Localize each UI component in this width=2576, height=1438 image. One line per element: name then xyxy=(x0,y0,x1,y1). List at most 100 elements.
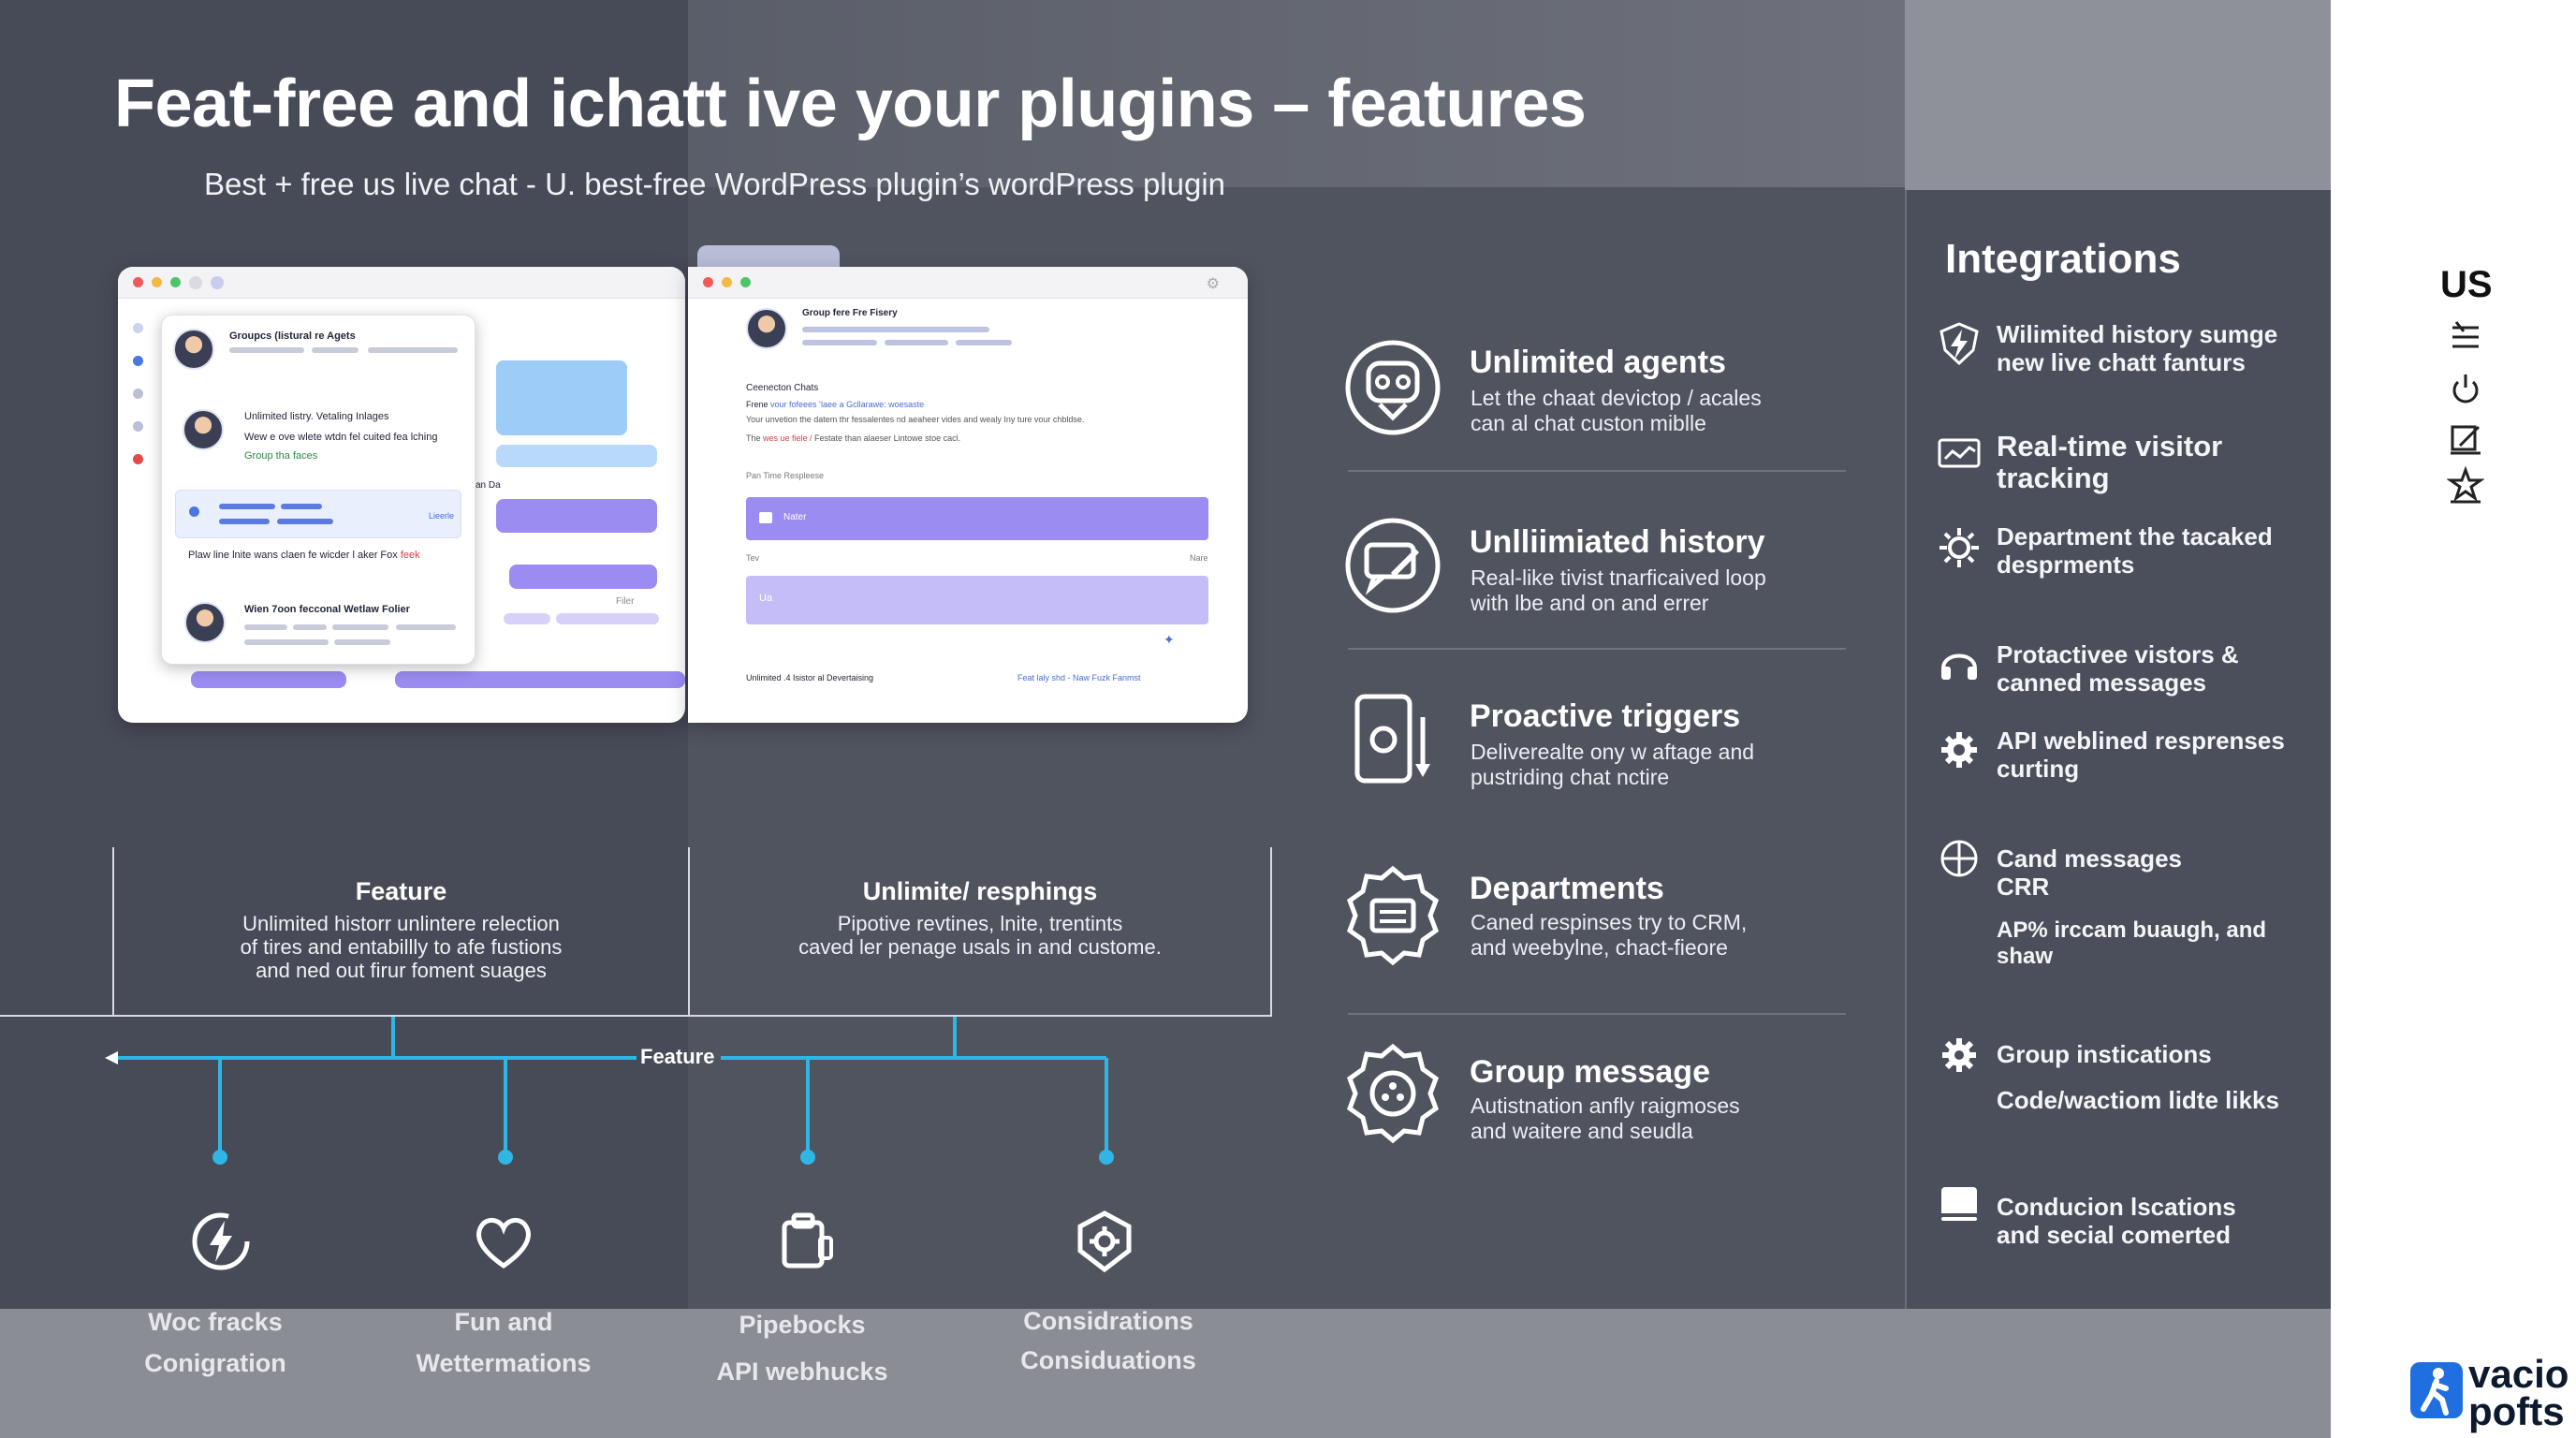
conversation-row[interactable]: Wew e ove wlete wtdn fel cuited fea lchi… xyxy=(244,432,438,443)
text-line xyxy=(334,639,390,645)
bottom-item: Woc fracks Conigration xyxy=(112,1301,318,1384)
message-input[interactable]: Ua xyxy=(746,576,1208,624)
text-line xyxy=(281,504,322,509)
settings-icon[interactable]: ⚙ xyxy=(1206,276,1220,292)
text-line xyxy=(312,347,359,353)
conversation-row[interactable]: Group tha faces xyxy=(244,450,318,462)
feature-description: Deliverealte ony w aftage and pustriding… xyxy=(1471,740,1755,789)
clipboard-plugin-icon xyxy=(782,1212,833,1269)
bottom-item: Pipebocks API webhucks xyxy=(690,1301,915,1395)
home-icon[interactable] xyxy=(189,275,202,289)
text-line xyxy=(277,519,333,524)
integration-item[interactable]: Conducion lscations and secial comerted xyxy=(1997,1193,2236,1249)
feature-box-text: Pipotive revtines, lnite, trentints cave… xyxy=(798,912,1162,959)
avatar xyxy=(746,308,787,349)
message-bubble-purple xyxy=(496,499,657,533)
integration-item[interactable]: Protactivee vistors & canned messages xyxy=(1997,640,2239,697)
conversation-row[interactable]: Unlimited listry. Vetaling Inlages xyxy=(244,411,389,422)
chat-widget-window: ⚙ Group fere Fre Fisery Ceenecton Chats … xyxy=(688,267,1248,723)
bottom-item: Considrations Considuations xyxy=(996,1301,1221,1380)
headset-icon xyxy=(1941,653,1977,680)
integration-item[interactable]: AP% irccam buaugh, and shaw xyxy=(1997,917,2267,969)
field-label: Pan Time Respleese xyxy=(746,471,825,480)
chat-line-link[interactable]: vour fofeees ‘laee a Gcllarawe: woesaste xyxy=(770,400,925,409)
brand-name: vacio pofts xyxy=(2468,1352,2569,1433)
side-label: an Da xyxy=(476,480,501,491)
divider xyxy=(0,1015,1272,1017)
power-icon[interactable] xyxy=(2447,371,2484,408)
text-line xyxy=(368,347,458,353)
rail-alert-icon[interactable] xyxy=(133,454,143,464)
brand-name-line: vacio xyxy=(2468,1352,2569,1396)
brand-logo[interactable] xyxy=(2410,1362,2463,1418)
text-line xyxy=(802,340,877,345)
primary-button[interactable]: Nater xyxy=(746,497,1208,540)
bottom-item: Fun and Wettermations xyxy=(401,1301,607,1384)
list-icon[interactable] xyxy=(2447,318,2484,356)
rail-user-icon[interactable] xyxy=(133,389,143,399)
rail-search-icon[interactable] xyxy=(133,323,143,333)
plain-line: Plaw line lnite wans claen fe wicder l a… xyxy=(188,550,420,561)
right-sidebar xyxy=(2331,0,2576,1438)
laptop-icon xyxy=(1941,1187,1977,1221)
bottom-item-title: Fun and xyxy=(454,1308,553,1336)
integration-item[interactable]: Real-time visitor tracking xyxy=(1997,430,2223,494)
integration-item[interactable]: Department the tacaked desprments xyxy=(1997,522,2273,579)
feature-description: Real-like tivist tnarficaived loop with … xyxy=(1471,565,1766,615)
bolt-shield-icon xyxy=(1939,322,1979,365)
rail-settings-icon[interactable] xyxy=(133,421,143,432)
header-band xyxy=(688,0,1905,187)
group-gear-icon xyxy=(1346,1043,1440,1144)
close-dot-icon[interactable] xyxy=(133,277,143,287)
chat-line: Your unvetion the datem thr fessalentes … xyxy=(746,415,1085,424)
feature-title: Departments xyxy=(1470,871,1664,906)
field-select[interactable]: Nare xyxy=(1190,553,1208,563)
minimize-dot-icon[interactable] xyxy=(722,277,732,287)
highlighted-row[interactable]: Lieerle xyxy=(175,490,461,538)
bottom-item-title: Pipebocks xyxy=(739,1311,866,1339)
maximize-dot-icon[interactable] xyxy=(170,277,181,287)
integration-item[interactable]: Group instications xyxy=(1997,1040,2212,1068)
integrations-header-band xyxy=(1905,0,2331,190)
maximize-dot-icon[interactable] xyxy=(740,277,751,287)
row-link[interactable]: Lieerle xyxy=(429,511,455,521)
bottom-item-subtitle: Wettermations xyxy=(416,1349,592,1377)
filter-dropdown[interactable]: Filer xyxy=(616,596,635,607)
chat-line-highlight: wes ue fiele / xyxy=(763,433,812,443)
rail-chat-icon[interactable] xyxy=(133,356,143,366)
tag-chip xyxy=(504,613,550,624)
divider xyxy=(1348,470,1846,472)
feature-box: Feature Unlimited historr unlintere rele… xyxy=(112,847,688,1016)
close-dot-icon[interactable] xyxy=(703,277,713,287)
footer-name: Wien 7oon fecconal Wetlaw Folier xyxy=(244,604,410,615)
star-icon[interactable] xyxy=(2447,466,2484,504)
brand-name-line: pofts xyxy=(2468,1389,2565,1433)
integrations-heading: Integrations xyxy=(1945,236,2181,282)
tab-icon[interactable] xyxy=(211,275,224,289)
text-line xyxy=(802,327,989,332)
text-line xyxy=(293,624,327,630)
feature-box-title: Unlimite/ resphings xyxy=(862,877,1098,905)
window-titlebar: ⚙ xyxy=(688,267,1248,299)
avatar xyxy=(184,602,226,643)
field-label: Tev xyxy=(746,553,760,563)
monitor-tracking-icon xyxy=(1938,438,1981,468)
integration-item[interactable]: Cand messages CRR xyxy=(1997,844,2182,901)
chat-edit-icon xyxy=(1345,518,1441,613)
chat-line: Frene vour fofeees ‘laee a Gcllarawe: wo… xyxy=(746,400,924,409)
tag-chip xyxy=(556,613,659,624)
integration-item[interactable]: Code/wactiom lidte likks xyxy=(1997,1086,2279,1114)
text-line xyxy=(396,624,456,630)
bottom-item-subtitle: Conigration xyxy=(144,1349,286,1377)
crosshair-globe-icon xyxy=(1940,840,1978,877)
edit-icon[interactable] xyxy=(2447,419,2484,457)
footer-right[interactable]: Feat laly shd - Naw Fuzk Fanmst xyxy=(1017,673,1141,682)
feature-title: Unlliimiated history xyxy=(1470,524,1765,560)
integration-item[interactable]: API weblined resprenses curting xyxy=(1997,726,2285,783)
chat-line-text: The xyxy=(746,433,764,443)
integration-item[interactable]: Wilimited history sumge new live chatt f… xyxy=(1997,320,2278,376)
send-icon[interactable]: ✦ xyxy=(1164,632,1175,647)
text-line xyxy=(956,340,1012,345)
walking-person-icon xyxy=(2421,1368,2449,1416)
minimize-dot-icon[interactable] xyxy=(152,277,162,287)
